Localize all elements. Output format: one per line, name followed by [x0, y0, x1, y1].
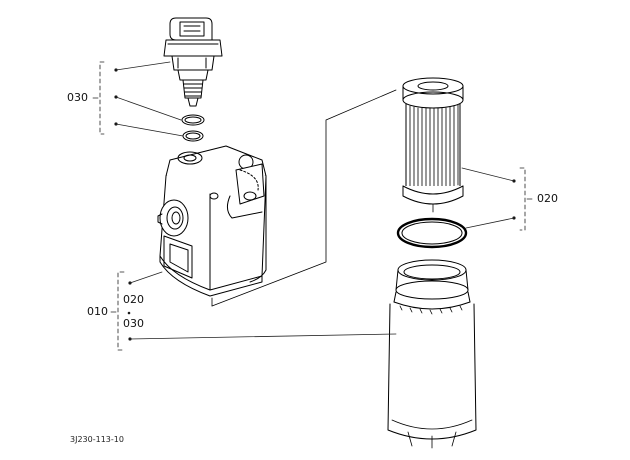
figure-reference: 3J230-113-10 [70, 435, 124, 444]
large-o-ring [396, 217, 468, 249]
sensor-o-rings [181, 114, 205, 142]
pressure-switch [163, 17, 223, 107]
filter-bowl [387, 259, 477, 449]
callout-030-bracket [92, 61, 184, 137]
filter-head-housing [157, 145, 267, 297]
assembly-guideline [211, 89, 397, 307]
callout-030-sub: 030 [123, 317, 144, 330]
callout-020-filter: 020 [537, 192, 558, 205]
callout-030-sensor: 030 [67, 91, 88, 104]
callout-010-housing: 010 [87, 305, 108, 318]
callout-020-sub: 020 [123, 293, 144, 306]
callout-020-bracket [461, 167, 533, 231]
filter-element [402, 77, 464, 213]
callout-010-bracket [110, 271, 397, 351]
